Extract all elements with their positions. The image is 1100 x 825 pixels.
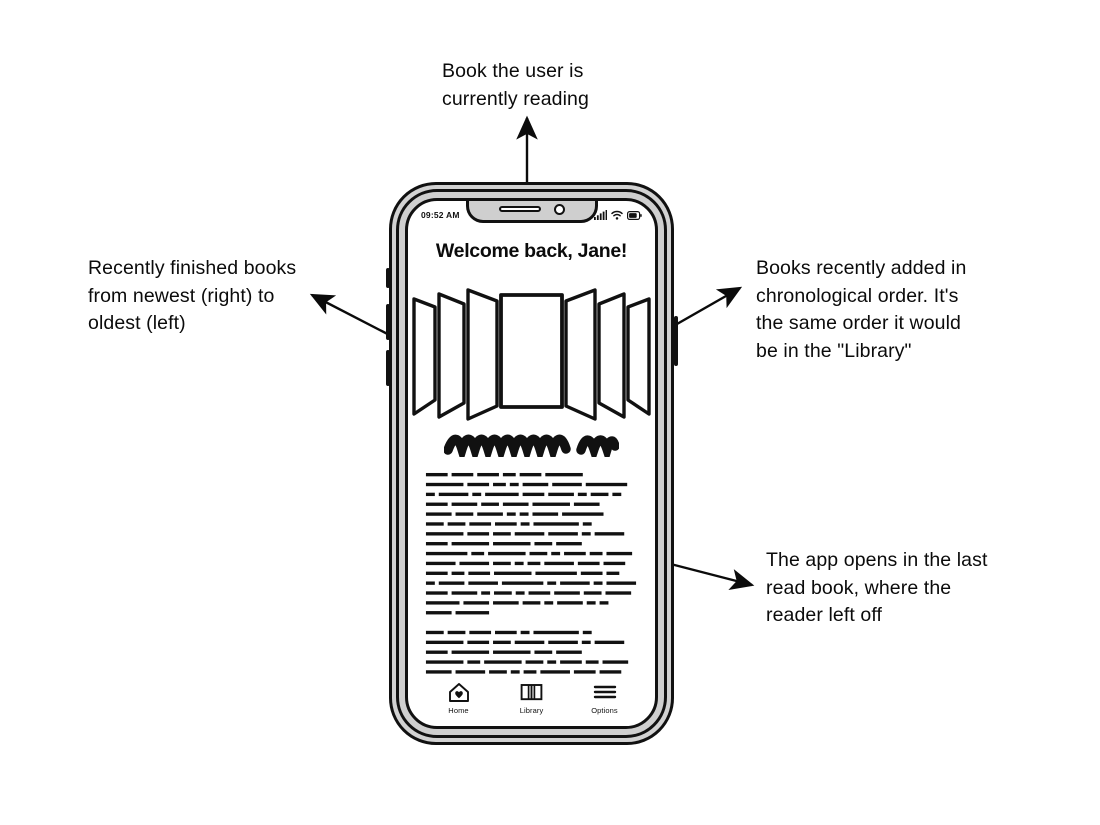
bottom-navigation-bar: Home Library bbox=[408, 680, 655, 726]
nav-item-library[interactable]: Library bbox=[501, 682, 563, 715]
book-left-3 bbox=[412, 297, 437, 416]
scribble-title-marks bbox=[444, 434, 619, 457]
front-camera-icon bbox=[553, 203, 565, 215]
earpiece-speaker-icon bbox=[498, 206, 541, 212]
book-left-1 bbox=[466, 288, 499, 421]
book-right-3 bbox=[626, 297, 651, 416]
mute-switch[interactable] bbox=[385, 268, 390, 288]
book-coverflow-carousel[interactable] bbox=[408, 273, 655, 423]
book-title-placeholder bbox=[408, 431, 655, 457]
battery-icon bbox=[627, 210, 642, 220]
scribble-paragraph-2 bbox=[425, 630, 629, 674]
app-content: Welcome back, Jane! bbox=[408, 226, 655, 726]
book-left-2 bbox=[437, 292, 466, 419]
book-body-placeholder bbox=[408, 471, 655, 680]
nav-item-home[interactable]: Home bbox=[428, 682, 490, 715]
phone-mockup: 09:52 AM bbox=[385, 182, 678, 745]
book-right-1 bbox=[564, 288, 597, 421]
hamburger-icon bbox=[593, 685, 616, 699]
scribble-paragraph-lines bbox=[425, 472, 637, 674]
annotation-recent-books: Books recently added in chronological or… bbox=[756, 257, 967, 363]
book-right-2 bbox=[597, 292, 626, 419]
power-button[interactable] bbox=[673, 316, 678, 366]
book-center-current bbox=[499, 293, 564, 409]
phone-screen: 09:52 AM bbox=[405, 198, 658, 729]
home-heart-icon bbox=[448, 683, 469, 703]
signal-icon bbox=[594, 210, 607, 220]
phone-notch bbox=[465, 201, 598, 223]
wifi-icon bbox=[611, 210, 623, 220]
nav-item-options[interactable]: Options bbox=[574, 682, 636, 715]
nav-label-options: Options bbox=[591, 706, 618, 716]
annotation-current-book: Book the user is currently reading bbox=[442, 60, 589, 110]
scribble-paragraph-1 bbox=[425, 472, 637, 615]
volume-down-button[interactable] bbox=[385, 350, 390, 386]
nav-label-library: Library bbox=[519, 706, 544, 716]
annotation-finished-books: Recently finished books from newest (rig… bbox=[88, 257, 297, 335]
volume-up-button[interactable] bbox=[385, 304, 390, 340]
greeting-text: Welcome back, Jane! bbox=[435, 240, 628, 262]
status-bar: 09:52 AM bbox=[408, 201, 655, 226]
open-book-icon bbox=[520, 684, 543, 701]
nav-label-home: Home bbox=[448, 706, 469, 716]
carousel-books bbox=[412, 288, 651, 421]
status-time: 09:52 AM bbox=[421, 210, 460, 220]
status-icons bbox=[594, 210, 642, 220]
annotation-last-read: The app opens in the last read book, whe… bbox=[766, 549, 988, 627]
